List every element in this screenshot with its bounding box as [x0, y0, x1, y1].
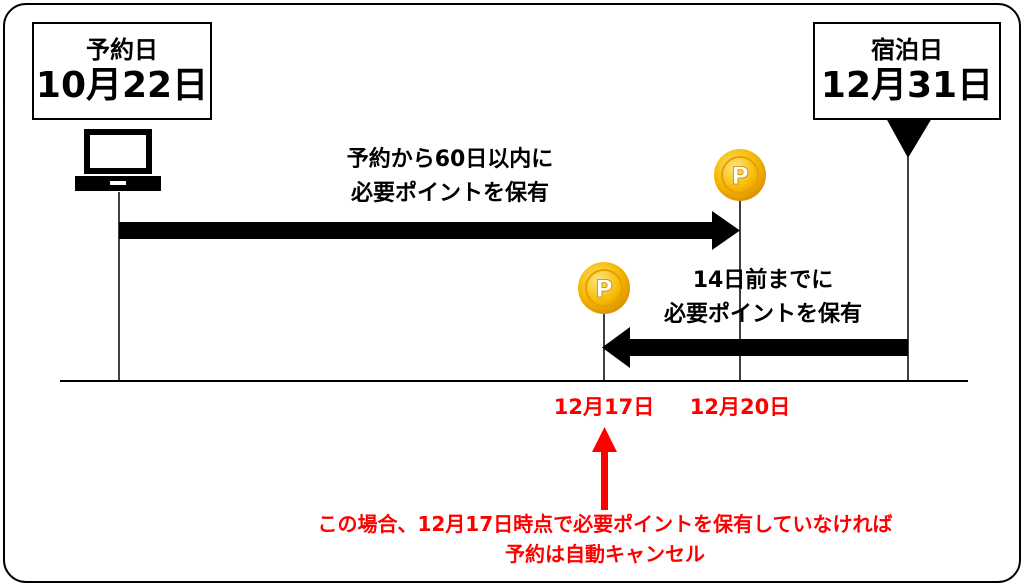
date-label-dec20: 12月20日: [689, 395, 791, 419]
stay-date-title: 宿泊日: [871, 36, 943, 64]
coin-letter: P: [595, 275, 613, 303]
arrow-right-caption-line2: 必要ポイントを保有: [350, 181, 549, 206]
stay-pointer-icon: [886, 118, 932, 158]
cancellation-note-line1: この場合、12月17日時点で必要ポイントを保有していなければ: [317, 512, 893, 536]
cancellation-note: この場合、12月17日時点で必要ポイントを保有していなければ 予約は自動キャンセ…: [180, 509, 1024, 569]
date-label-dec17: 12月17日: [553, 395, 655, 419]
booking-date-title: 予約日: [86, 36, 158, 64]
arrow-left-caption-line2: 必要ポイントを保有: [663, 302, 862, 327]
arrow-right: [119, 211, 740, 250]
stay-date-box: 宿泊日 12月31日: [813, 22, 1001, 120]
arrow-right-caption-line1: 予約から60日以内に: [346, 147, 554, 172]
booking-date-box: 予約日 10月22日: [32, 22, 212, 120]
red-up-arrow: [592, 427, 617, 510]
coin-icon-dec17: P: [578, 262, 630, 314]
arrow-left-caption: 14日前までに 必要ポイントを保有: [618, 264, 908, 332]
arrow-left-caption-line1: 14日前までに: [692, 268, 834, 293]
booking-date-value: 10月22日: [35, 65, 209, 106]
cancellation-note-line2: 予約は自動キャンセル: [505, 542, 705, 566]
coin-icon-dec20: P: [714, 149, 766, 201]
stay-date-value: 12月31日: [820, 65, 994, 106]
laptop-icon: [75, 129, 161, 191]
arrow-left: [602, 327, 908, 368]
coin-letter: P: [731, 162, 749, 190]
arrow-right-caption: 予約から60日以内に 必要ポイントを保有: [300, 143, 600, 211]
outer-frame: [3, 3, 1021, 583]
